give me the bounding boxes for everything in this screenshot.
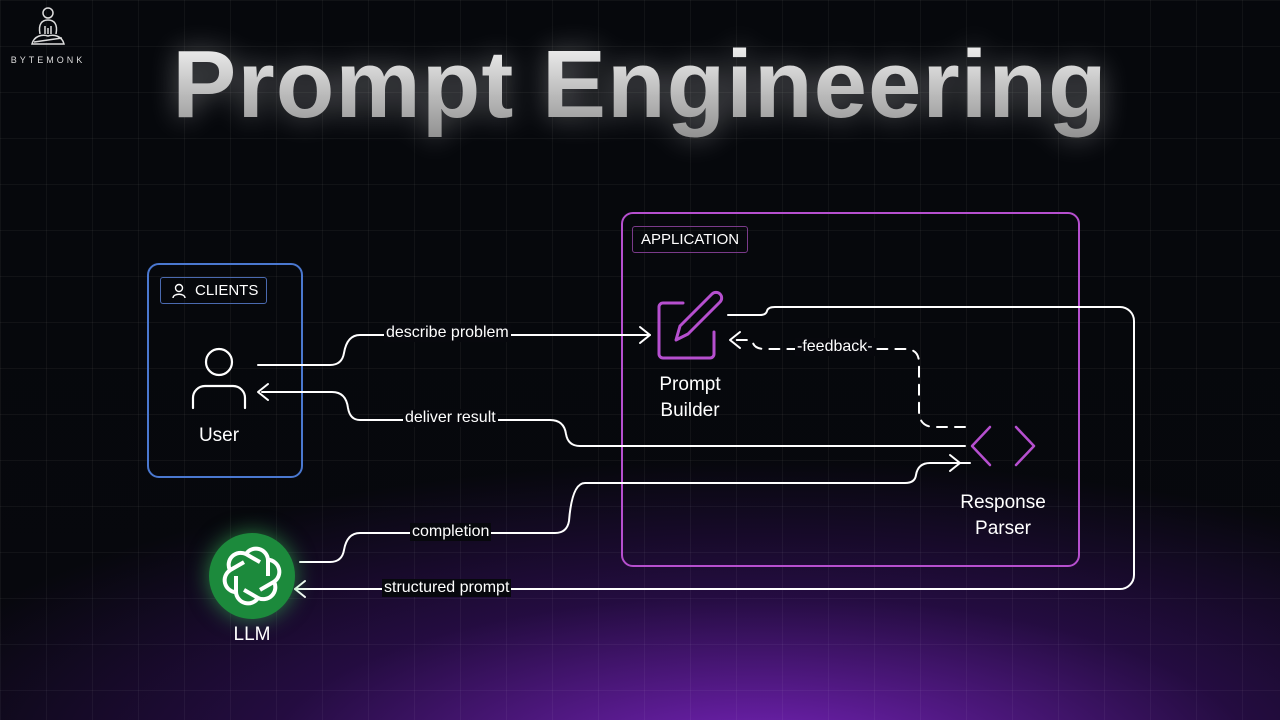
application-tag: APPLICATION [632,226,749,253]
prompt-builder-line1: Prompt [659,374,721,395]
deliver-result-label: deliver result [403,409,498,427]
edge-completion [299,462,971,563]
clients-tag: CLIENTS [160,277,268,304]
arrowhead [729,331,741,349]
structured-prompt-label: structured prompt [382,579,512,597]
edit-icon [657,290,724,360]
describe-problem-label: describe problem [384,324,511,342]
person-icon [172,283,186,299]
openai-icon [222,546,282,606]
response-parser-label: Response Parser [943,490,1063,542]
page-title: Prompt Engineering [96,30,1184,140]
prompt-builder-line2: Builder [660,400,720,421]
clients-label: CLIENTS [195,282,259,299]
feedback-label: -feedback- [795,338,875,356]
user-icon [191,347,247,410]
code-brackets-icon [970,425,1036,467]
logo-text: BYTEMONK [10,55,86,65]
llm-node [209,533,295,619]
response-parser-line1: Response [960,492,1046,513]
response-parser-line2: Parser [975,518,1031,539]
user-label: User [198,425,240,446]
arrowhead [639,326,651,344]
edge-describe-problem [257,334,651,366]
completion-label: completion [410,523,492,541]
edge-feedback [734,339,966,428]
prompt-builder-label: Prompt Builder [640,372,740,424]
llm-label: LLM [233,624,271,645]
monk-icon [31,7,65,45]
edge-deliver-result [261,391,966,447]
arrowhead [949,454,961,472]
bytemonk-logo: BYTEMONK [10,6,86,65]
clients-group [147,263,303,478]
arrowhead [257,383,269,401]
application-group [621,212,1080,567]
arrowhead [294,580,306,598]
edge-structured-prompt [294,306,1135,590]
